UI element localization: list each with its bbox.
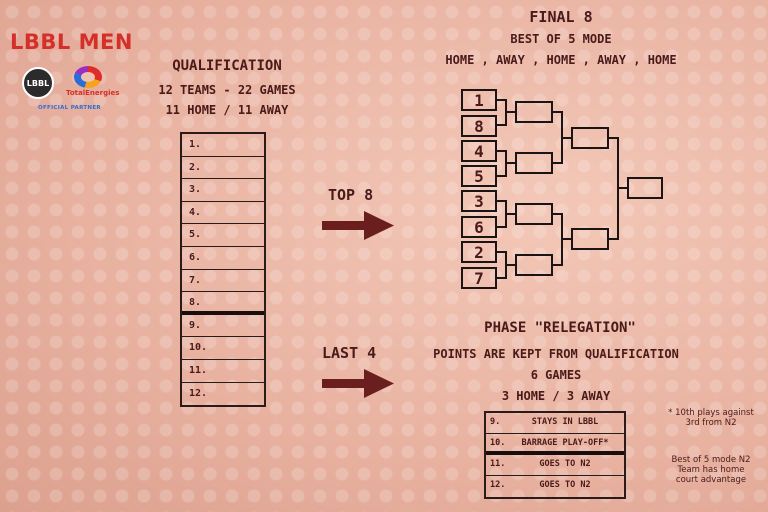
relegation-table: 9. STAYS IN LBBL 10. BARRAGE PLAY-OFF* 1… [484,411,626,499]
last4-label: LAST 4 [322,344,377,362]
standing-row: 4. [182,202,264,225]
final8-mode: BEST OF 5 MODE [510,32,612,46]
relegation-row: 10. BARRAGE PLAY-OFF* [486,434,624,455]
footnote-best-of-5: Best of 5 mode N2 Team has home court ad… [671,455,751,485]
final8-title: FINAL 8 [529,8,593,26]
qualification-title: QUALIFICATION [172,58,282,74]
relegation-row: 11. GOES TO N2 [486,455,624,476]
relegation-row-label: GOES TO N2 [539,459,591,469]
totalenergies-logo: TotalEnergies [66,66,119,100]
seed-box: 5 [461,165,497,187]
relegation-row-label: GOES TO N2 [539,480,591,490]
relegation-line3: 3 HOME / 3 AWAY [501,389,611,403]
totalenergies-logo-text: TotalEnergies [66,89,120,97]
arrow-right-icon [322,211,394,240]
arrow-right-icon [322,369,394,398]
standing-row: 7. [182,270,264,293]
standing-row: 11. [182,360,264,383]
standing-row: 1. [182,134,264,157]
seed-box: 6 [461,216,497,238]
standing-row: 12. [189,387,208,399]
standing-row: 6. [182,247,264,270]
relegation-row: 9. STAYS IN LBBL [486,413,624,434]
top8-label: TOP 8 [328,186,374,204]
standing-row: 10. [182,337,264,360]
relegation-row-label: STAYS IN LBBL [531,417,599,427]
qualification-line2: 11 HOME / 11 AWAY [165,103,289,117]
qualification-table: 1. 2. 3. 4. 5. 6. 7. 8. 9. 10. 11. 12. [180,132,266,408]
relegation-row-label: BARRAGE PLAY-OFF* [521,438,609,448]
final8-order: HOME , AWAY , HOME , AWAY , HOME [445,53,677,67]
seed-box: 1 [461,89,497,111]
seed-box: 8 [461,115,497,137]
qualification-line1: 12 TEAMS - 22 GAMES [158,83,296,97]
relegation-row-num: 12. [490,480,506,490]
footnote-barrage: * 10th plays against 3rd from N2 [668,408,754,428]
relegation-row-num: 10. [490,438,506,448]
standing-row: 3. [182,179,264,202]
brand-title: LBBL MEN [10,30,133,54]
relegation-line1: POINTS ARE KEPT FROM QUALIFICATION [433,347,679,361]
lbbl-logo: LBBL [22,67,54,99]
totalenergies-ring-icon [74,66,102,88]
qualification-subtitle: 12 TEAMS - 22 GAMES 11 HOME / 11 AWAY [137,80,317,120]
lbbl-logo-text: LBBL [26,78,50,88]
relegation-title: PHASE "RELEGATION" [484,320,636,336]
official-partner-label: OFFICIAL PARTNER [38,105,101,111]
relegation-line2: 6 GAMES [530,368,582,382]
seed-box: 7 [461,267,497,289]
final8-bracket [497,99,663,279]
standing-row: 5. [182,224,264,247]
standing-row: 9. [182,315,264,338]
standing-row: 2. [182,157,264,180]
relegation-subtitle: POINTS ARE KEPT FROM QUALIFICATION 6 GAM… [420,344,692,407]
relegation-row: 12. GOES TO N2 [486,476,624,497]
relegation-row-num: 11. [490,459,506,469]
standing-row: 8. [182,292,264,315]
seed-box: 4 [461,140,497,162]
seed-box: 3 [461,190,497,212]
seed-box: 2 [461,241,497,263]
relegation-row-num: 9. [490,417,501,427]
